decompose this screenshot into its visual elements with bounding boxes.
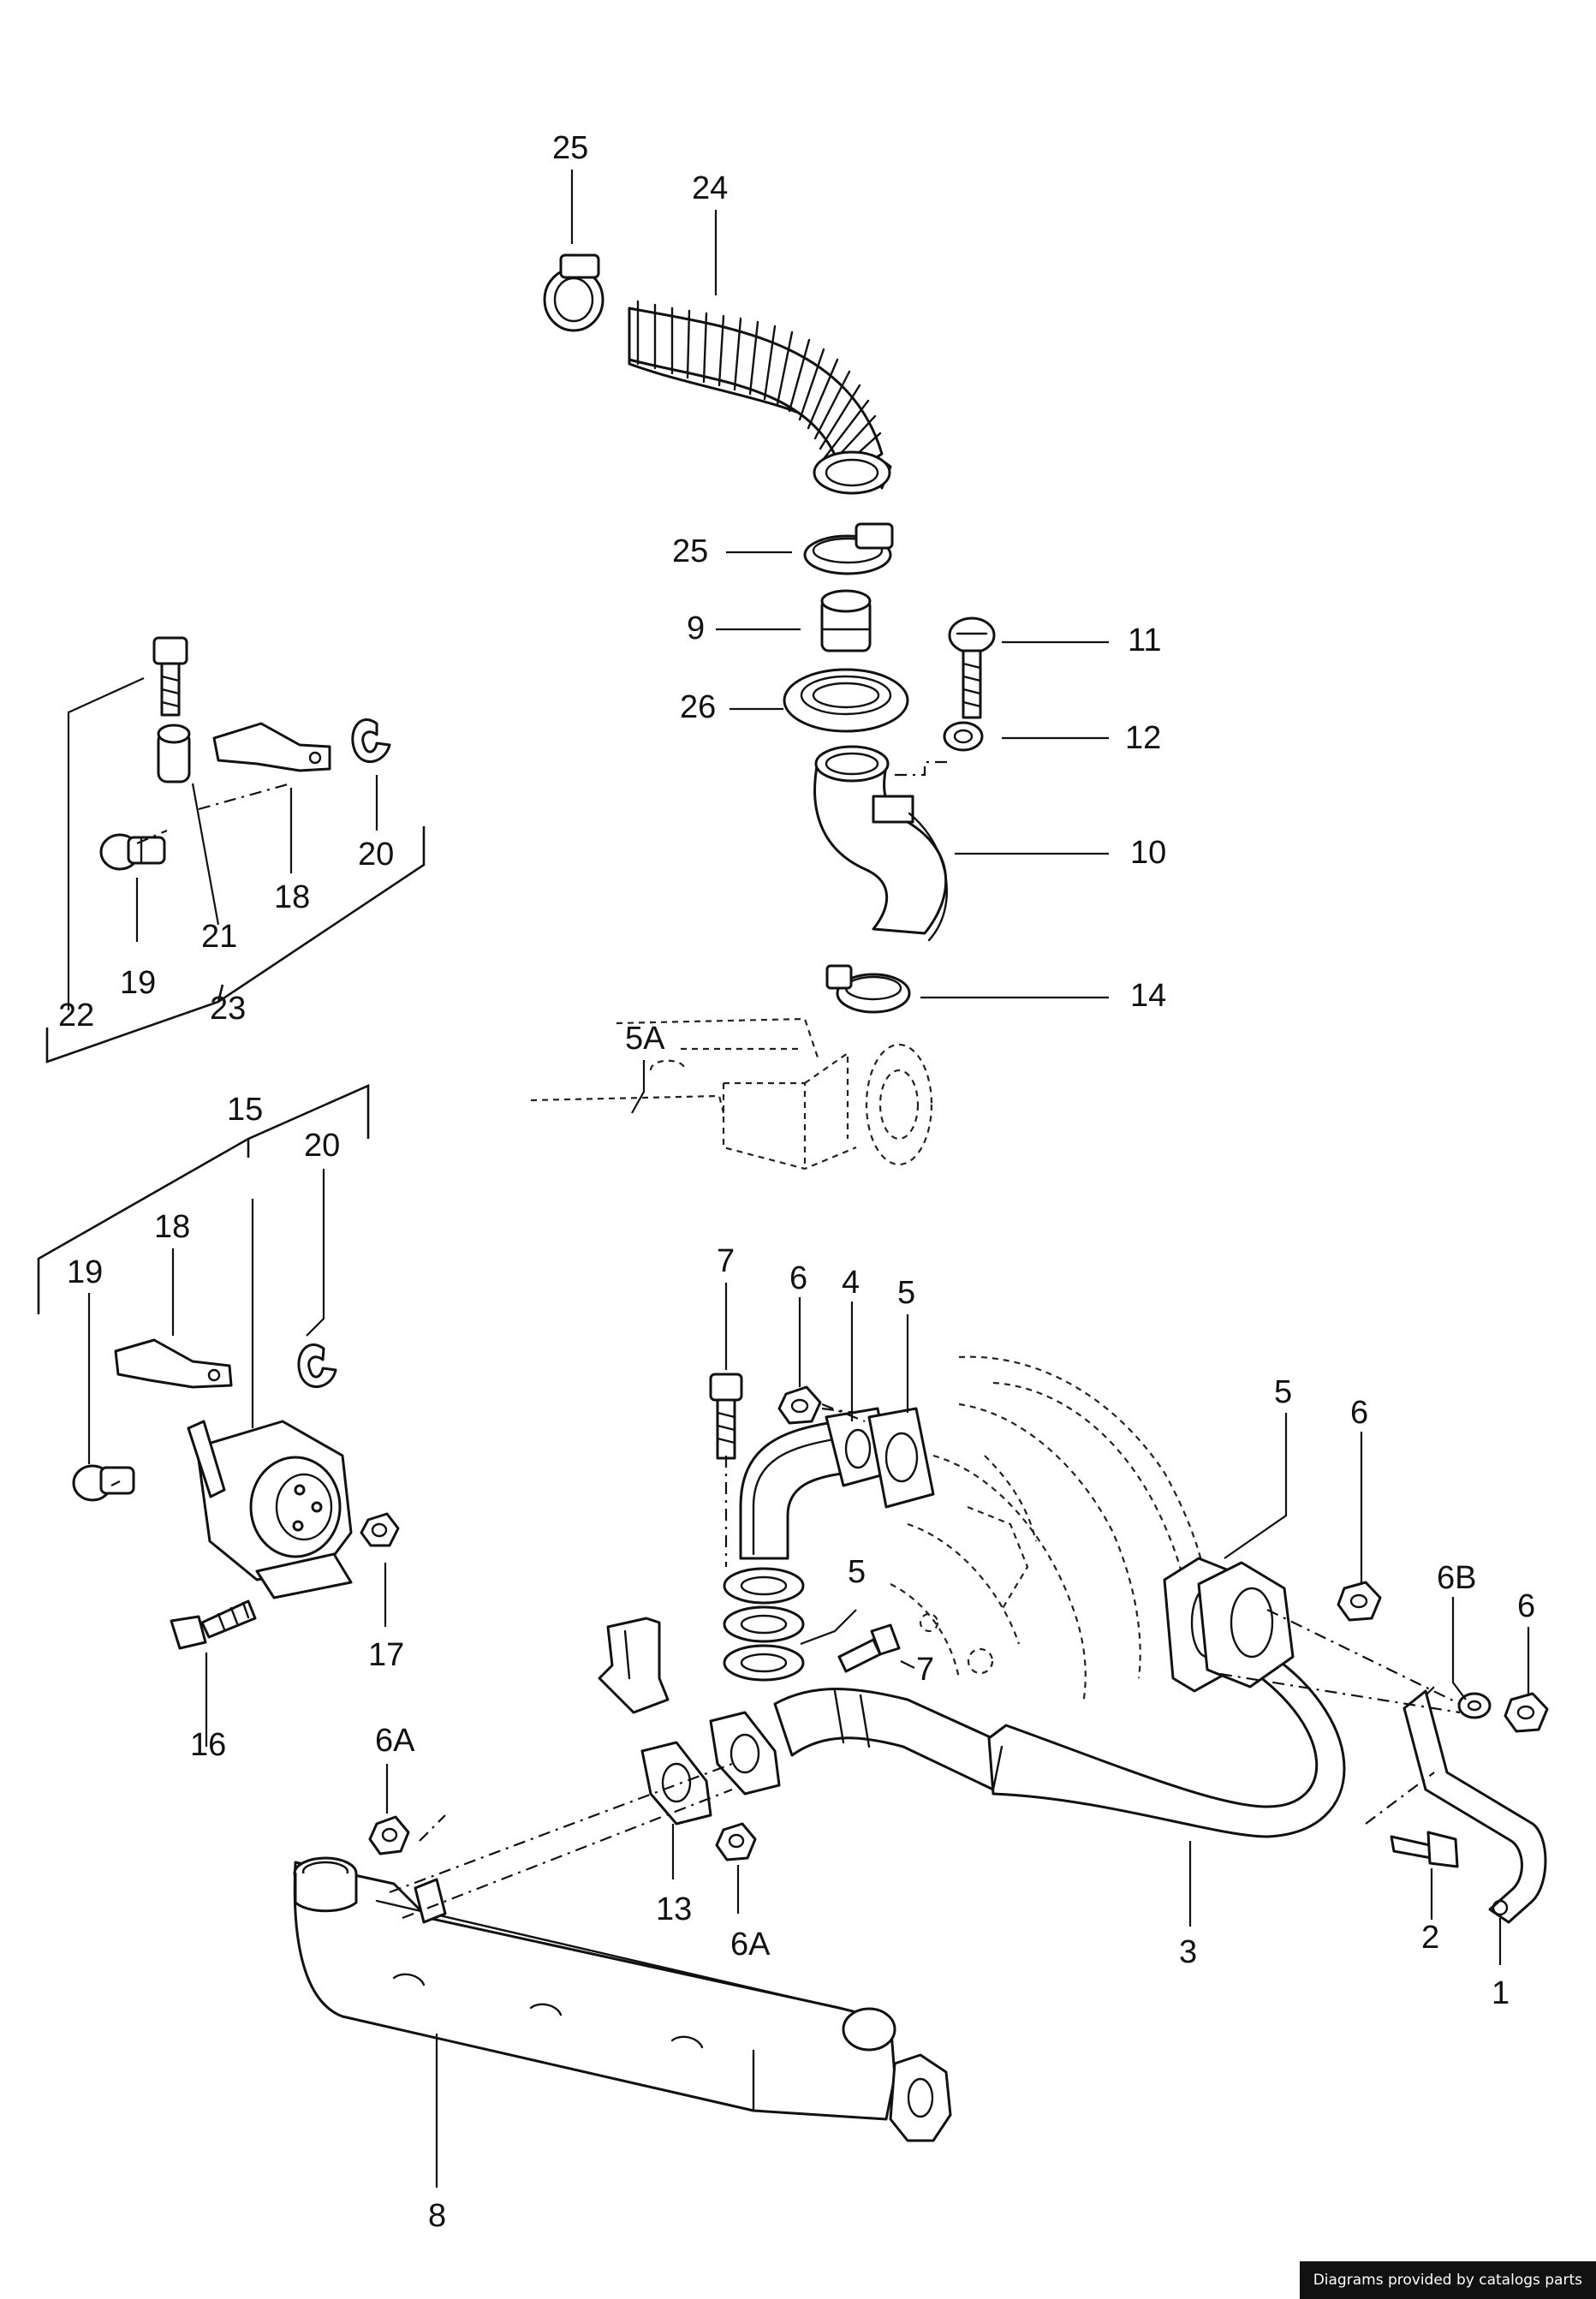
heat-exchanger-8: [293, 1856, 952, 2142]
bolt-2: [1390, 1831, 1459, 1868]
bolt-16: [170, 1599, 257, 1650]
callout-7-lower: 7: [916, 1652, 934, 1688]
nut-6A-center: [715, 1822, 757, 1861]
callout-6-upper: 6: [789, 1260, 807, 1296]
callout-10: 10: [1130, 835, 1166, 871]
bolt-7-upper: [709, 1373, 743, 1460]
callout-6B: 6B: [1437, 1560, 1476, 1596]
washer-12: [943, 721, 984, 752]
intake-pipe-10: [813, 745, 948, 942]
leader-lines: [67, 170, 1530, 2188]
pin-19-upper: [99, 833, 166, 871]
callout-19-upper: 19: [120, 965, 156, 1001]
callout-21: 21: [201, 919, 237, 955]
callout-6-right: 6: [1350, 1395, 1368, 1431]
heat-shield-5A: [598, 1617, 670, 1714]
kit-23-bracket: [45, 826, 426, 1063]
flange-gaskets-5: [723, 1567, 805, 1682]
callout-7-upper: 7: [717, 1243, 735, 1279]
engine-outline-right: [890, 1355, 1214, 1705]
flange-gasket-13: [640, 1741, 712, 1826]
bolt-22: [152, 636, 188, 717]
valve-housing-15: [187, 1420, 353, 1599]
callout-18-upper: 18: [274, 879, 310, 915]
flexible-hose-24: [628, 300, 892, 495]
clamp-14: [825, 964, 911, 1014]
washer-6B: [1457, 1692, 1492, 1719]
callout-14: 14: [1130, 978, 1166, 1014]
nut-6A-left: [368, 1815, 410, 1855]
seal-ring-26: [783, 668, 909, 733]
lever-18-upper: [212, 722, 331, 772]
engine-block-outline: [530, 1017, 933, 1170]
callout-6A-left: 6A: [375, 1723, 415, 1759]
callout-8: 8: [428, 2198, 446, 2234]
bolt-11: [948, 616, 996, 719]
elbow-pipe-4: [739, 1407, 892, 1560]
callout-6A-center: 6A: [730, 1927, 771, 1962]
callout-20-upper: 20: [358, 837, 394, 873]
bolt-7-lower: [837, 1623, 901, 1673]
nut-6-right: [1337, 1581, 1382, 1622]
callout-4: 4: [842, 1265, 860, 1301]
callout-25-lower: 25: [672, 533, 708, 569]
callout-22: 22: [58, 998, 94, 1033]
callout-3: 3: [1179, 1934, 1197, 1970]
callout-13: 13: [656, 1891, 692, 1927]
nut-17: [360, 1512, 400, 1547]
connector-9: [820, 589, 872, 652]
callout-9: 9: [687, 610, 705, 646]
callout-5-right: 5: [1274, 1374, 1292, 1410]
callout-20-lower: 20: [304, 1128, 340, 1164]
callout-25-upper: 25: [552, 130, 588, 166]
callout-1: 1: [1492, 1975, 1510, 2011]
diagram-credit: Diagrams provided by catalogs parts: [1299, 2261, 1596, 2299]
callout-12: 12: [1125, 720, 1161, 756]
callout-5A: 5A: [625, 1021, 665, 1057]
assembly-lines: [110, 760, 1461, 1920]
clamp-25-upper: [543, 253, 604, 332]
circlip-20-lower: [297, 1343, 337, 1388]
callout-15: 15: [227, 1092, 263, 1128]
callout-16: 16: [190, 1727, 226, 1763]
callout-2: 2: [1421, 1920, 1439, 1956]
gasket-5-upper: [867, 1407, 935, 1509]
manifold-flange-right: [1197, 1561, 1295, 1689]
pin-19-lower: [72, 1464, 135, 1502]
lever-18-lower: [114, 1338, 233, 1389]
callout-17: 17: [368, 1637, 404, 1673]
callout-5-middle: 5: [848, 1554, 866, 1590]
callout-labels: 25 24 25 9 26 11 12 10 14 22 21 18 20 19…: [58, 130, 1535, 2234]
callout-19-lower: 19: [67, 1254, 103, 1290]
clamp-25-lower: [803, 522, 894, 575]
bracket-1: [1402, 1689, 1547, 1924]
kit-15-bracket: [37, 1084, 370, 1314]
callout-11: 11: [1128, 622, 1161, 658]
callout-5-upper: 5: [897, 1275, 915, 1311]
callout-18-lower: 18: [154, 1209, 190, 1245]
callout-6-far-right: 6: [1517, 1588, 1535, 1624]
nut-6-upper: [777, 1385, 822, 1425]
circlip-20-upper: [351, 718, 391, 763]
callout-26: 26: [680, 689, 716, 725]
sleeve-21: [157, 724, 191, 783]
callout-24: 24: [692, 170, 728, 206]
nut-6-far-right: [1504, 1692, 1549, 1733]
flange-13-right: [709, 1711, 781, 1796]
callout-23: 23: [210, 991, 246, 1027]
